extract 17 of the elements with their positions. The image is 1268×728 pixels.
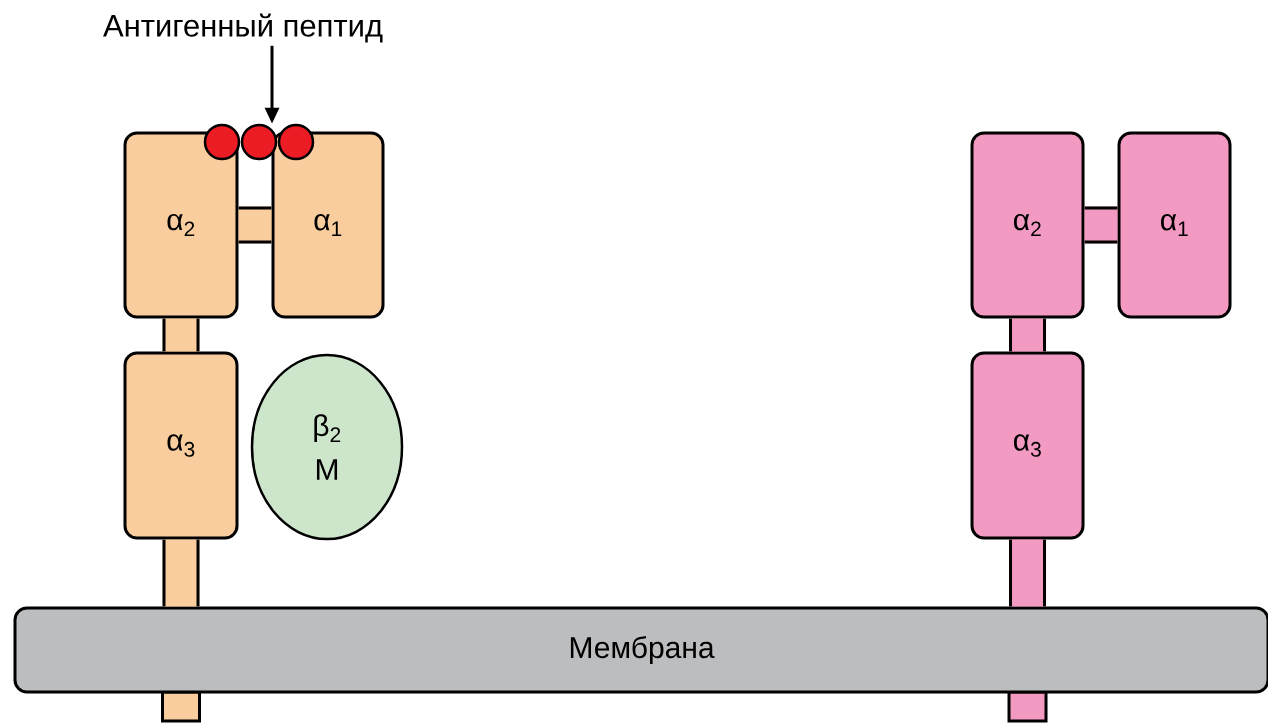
peptide-ball: [240, 123, 278, 161]
domain-box: α$_{2}$: [123, 131, 239, 319]
peptide-ball: [277, 123, 315, 161]
domain-box: α$_{1}$: [1117, 131, 1232, 319]
label-text: Антигенный пептид: [103, 13, 383, 43]
linker-bar: [162, 539, 200, 607]
domain-box: α$_{3}$: [970, 351, 1085, 540]
domain-box: α$_{1}$: [271, 131, 385, 319]
linker-bar: [1009, 539, 1046, 607]
linker-bar: [1009, 318, 1046, 352]
linker-bar: [162, 318, 200, 352]
peptide-ball: [203, 123, 241, 161]
linker-bar: [1084, 206, 1118, 244]
linker-bar: [238, 206, 272, 244]
membrane-band: Мембрана: [13, 606, 1268, 694]
domain-box: α$_{3}$: [123, 351, 239, 540]
domain-box: α$_{2}$: [970, 131, 1085, 319]
